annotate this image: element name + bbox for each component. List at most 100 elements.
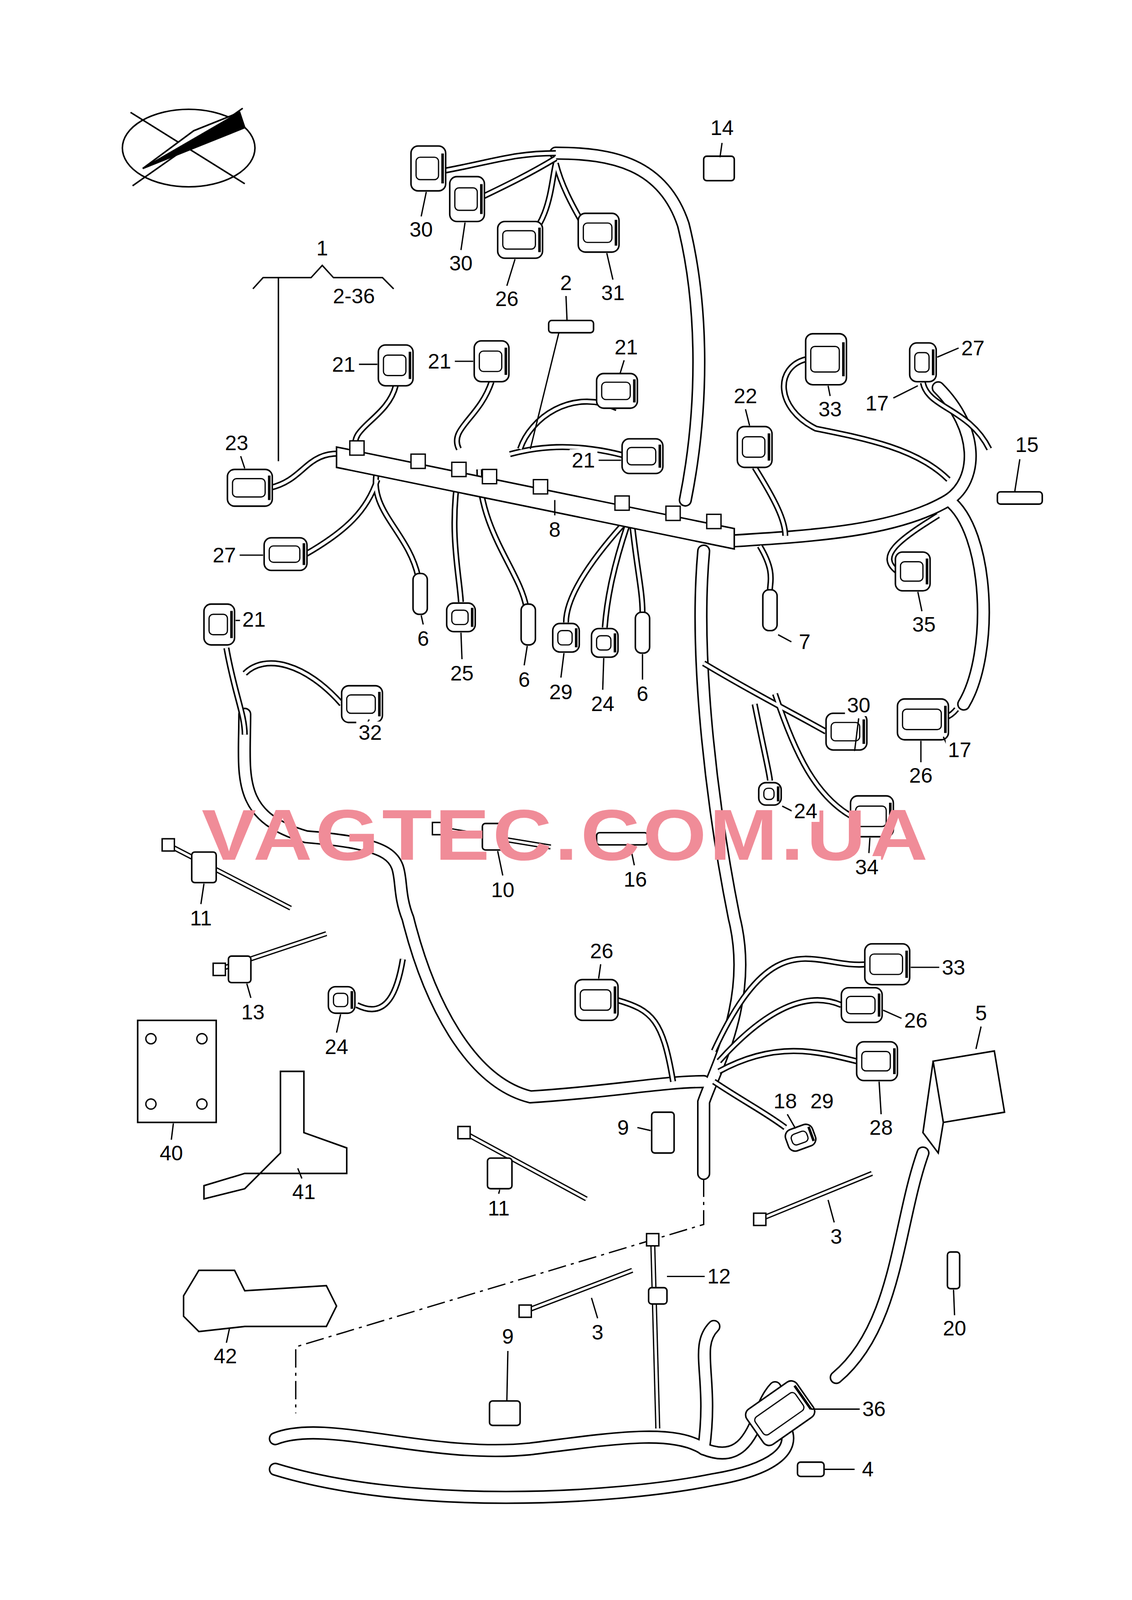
callout-number: 21: [425, 350, 454, 373]
callout-number: 36: [859, 1397, 888, 1420]
leader-line: [878, 1080, 881, 1114]
connector-body: [737, 426, 772, 467]
connector: [897, 698, 949, 740]
wire: [305, 479, 378, 554]
leader-line: [920, 740, 922, 762]
wire: [305, 479, 378, 554]
connector-face: [451, 609, 469, 625]
leader-line: [598, 963, 601, 978]
wire: [375, 469, 419, 577]
dash-dot-line: [295, 1178, 704, 1413]
connector-body: [328, 986, 355, 1013]
connector-face: [914, 352, 930, 373]
wire: [456, 381, 492, 450]
wire: [754, 467, 786, 536]
callout-number: 30: [447, 252, 476, 274]
clip: [228, 955, 251, 983]
clip: [651, 1111, 674, 1153]
connector-body: [841, 987, 882, 1023]
group-bracket: [253, 265, 394, 461]
cable: [244, 713, 704, 1097]
connector-body: [378, 344, 414, 386]
leader-line: [953, 1289, 955, 1315]
wire: [754, 703, 771, 781]
leader-line: [810, 1407, 860, 1410]
leader-line: [524, 645, 528, 666]
callout-number: 40: [157, 1141, 186, 1164]
cable: [948, 499, 984, 704]
parts: [137, 145, 1043, 1476]
connector: [446, 602, 476, 632]
connector-face: [580, 989, 611, 1010]
callout-number: 22: [731, 384, 760, 407]
leader-line: [591, 1297, 598, 1319]
callout-number: 15: [1013, 433, 1041, 456]
callout-number: 4: [859, 1457, 877, 1480]
callout-number: 21: [612, 335, 641, 358]
connector-latch: [470, 607, 474, 627]
rail-clip: [451, 462, 466, 477]
clip: [797, 1461, 824, 1476]
connector: [805, 333, 847, 385]
connector-body: [897, 698, 949, 740]
wire: [922, 382, 989, 449]
connector-body: [497, 221, 543, 259]
callout-number: 29: [807, 1089, 836, 1112]
connector: [474, 340, 509, 382]
connector-body: [474, 340, 509, 382]
sensor: [521, 604, 536, 645]
wire: [226, 647, 245, 735]
plate: [137, 1019, 217, 1122]
callout-number: 8: [546, 518, 564, 541]
clip: [489, 1400, 521, 1426]
callout-number: 5: [972, 1001, 990, 1024]
cable-tie: [652, 1239, 658, 1428]
wire: [759, 545, 771, 590]
tie-head: [213, 962, 226, 976]
callout-number: 41: [289, 1180, 318, 1203]
connector: [578, 213, 619, 253]
wire: [356, 958, 404, 1009]
callout-number: 6: [415, 627, 432, 650]
callout-number: 16: [621, 868, 650, 890]
connector: [737, 426, 772, 467]
connector: [826, 713, 867, 750]
connector-latch: [905, 950, 909, 978]
callout-number: 12: [704, 1264, 733, 1287]
wire: [775, 693, 852, 816]
connector: [227, 469, 273, 507]
callout-number: 26: [492, 287, 521, 310]
leader-line: [778, 634, 792, 642]
bracket: [203, 1070, 347, 1199]
connector-face: [810, 346, 840, 373]
leader-line: [602, 657, 604, 690]
leader-line: [530, 332, 559, 449]
connector-latch: [925, 558, 929, 585]
leader-line: [171, 1122, 174, 1140]
leader-line: [498, 1189, 500, 1194]
wire: [270, 453, 347, 488]
connector: [864, 943, 910, 984]
leader-line: [421, 615, 424, 625]
wire: [718, 1050, 857, 1071]
connector-latch: [350, 990, 354, 1009]
callout-number: 10: [488, 878, 517, 901]
connector-face: [502, 230, 536, 249]
wire: [632, 525, 643, 612]
connector-face: [232, 478, 266, 497]
leader-line: [620, 360, 625, 374]
connector: [341, 685, 383, 723]
compass-axis: [130, 112, 245, 184]
rail-clip: [533, 479, 548, 494]
compass-arrow: [142, 112, 240, 169]
tie-head: [646, 1233, 659, 1246]
callout-number: 35: [909, 613, 938, 636]
cable-tie: [464, 1132, 587, 1199]
connector-latch: [377, 691, 381, 717]
wire: [244, 662, 342, 704]
callout-number: 27: [210, 543, 239, 566]
callout-number: 26: [901, 1008, 930, 1031]
callout-number: 24: [322, 1035, 351, 1058]
leader-line: [506, 258, 516, 286]
compass: [122, 108, 255, 187]
